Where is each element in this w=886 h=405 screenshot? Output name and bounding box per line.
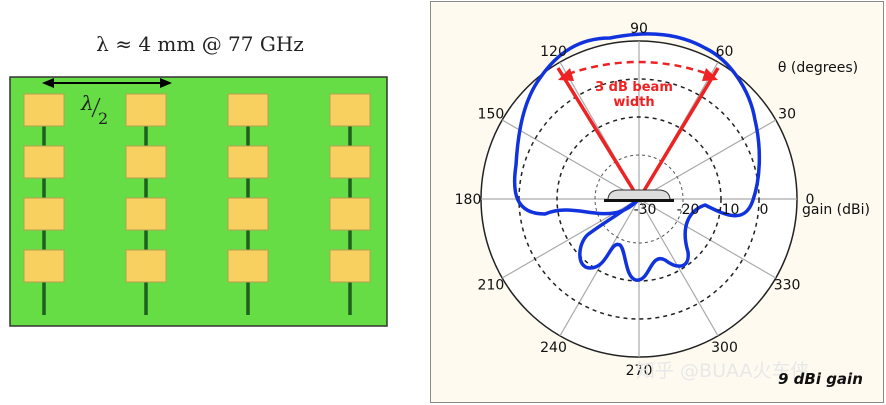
angle-label: 60 bbox=[716, 44, 734, 60]
angle-label: 300 bbox=[711, 340, 738, 356]
antenna-patch bbox=[125, 249, 167, 283]
antenna-patch bbox=[329, 197, 371, 231]
angle-spoke bbox=[638, 119, 777, 200]
angle-label: 330 bbox=[774, 278, 801, 294]
antenna-patch bbox=[23, 197, 65, 231]
angle-label: 0 bbox=[806, 192, 815, 208]
antenna-patch bbox=[23, 93, 65, 127]
antenna-patch bbox=[227, 145, 269, 179]
spacing-denominator: 2 bbox=[98, 109, 108, 128]
ring-minus-30 bbox=[594, 154, 684, 244]
antenna-patch bbox=[329, 249, 371, 283]
antenna-patch bbox=[227, 197, 269, 231]
angle-spoke bbox=[559, 198, 640, 337]
beam-lines bbox=[556, 60, 720, 200]
angle-label: 90 bbox=[630, 21, 648, 37]
radial-labels: -30 -20 -10 0 bbox=[634, 202, 769, 218]
watermark: 知乎 @BUAA火车侠 bbox=[636, 360, 810, 382]
gain-caption: 9 dBi gain bbox=[778, 370, 863, 388]
angle-spoke bbox=[638, 198, 777, 279]
radial-label: -10 bbox=[717, 202, 740, 218]
antenna-array-svg: λ 2 bbox=[9, 76, 388, 327]
antenna-array-panel: λ ≈ 4 mm @ 77 GHz λ 2 bbox=[0, 0, 420, 405]
angle-label: 120 bbox=[540, 44, 567, 60]
antenna-patch bbox=[227, 93, 269, 127]
wavelength-title: λ ≈ 4 mm @ 77 GHz bbox=[96, 32, 304, 56]
spacing-slash bbox=[91, 97, 101, 118]
antenna-patch bbox=[23, 249, 65, 283]
angle-labels: 0 30 60 90 120 150 180 210 240 270 300 330 bbox=[455, 21, 815, 379]
angle-label: 30 bbox=[778, 107, 796, 123]
antenna-patch bbox=[329, 93, 371, 127]
radial-label: -30 bbox=[634, 202, 657, 218]
radiation-pattern bbox=[512, 32, 762, 282]
angle-label: 270 bbox=[626, 363, 653, 379]
patch-columns bbox=[23, 93, 371, 315]
angle-label: 210 bbox=[478, 278, 505, 294]
radial-label: -20 bbox=[677, 202, 700, 218]
antenna-patch bbox=[125, 145, 167, 179]
radial-label: 0 bbox=[760, 202, 769, 218]
beam-label-line2: width bbox=[613, 95, 654, 110]
antenna-patch bbox=[125, 197, 167, 231]
pcb-board bbox=[9, 76, 388, 327]
angle-spoke bbox=[501, 119, 640, 200]
spacing-lambda: λ bbox=[80, 91, 94, 115]
angle-label: 150 bbox=[478, 107, 505, 123]
antenna-icon bbox=[604, 189, 674, 202]
angle-label: 180 bbox=[455, 192, 482, 208]
antenna-patch bbox=[23, 145, 65, 179]
gain-axis-label: gain (dBi) bbox=[802, 202, 870, 218]
spacing-arrow bbox=[42, 78, 172, 88]
antenna-patch bbox=[227, 249, 269, 283]
antenna-patch bbox=[125, 93, 167, 127]
angle-label: 240 bbox=[540, 340, 567, 356]
theta-axis-label: θ (degrees) bbox=[778, 60, 858, 76]
beam-label-line1: 3 dB beam bbox=[595, 80, 673, 95]
antenna-patch bbox=[329, 145, 371, 179]
